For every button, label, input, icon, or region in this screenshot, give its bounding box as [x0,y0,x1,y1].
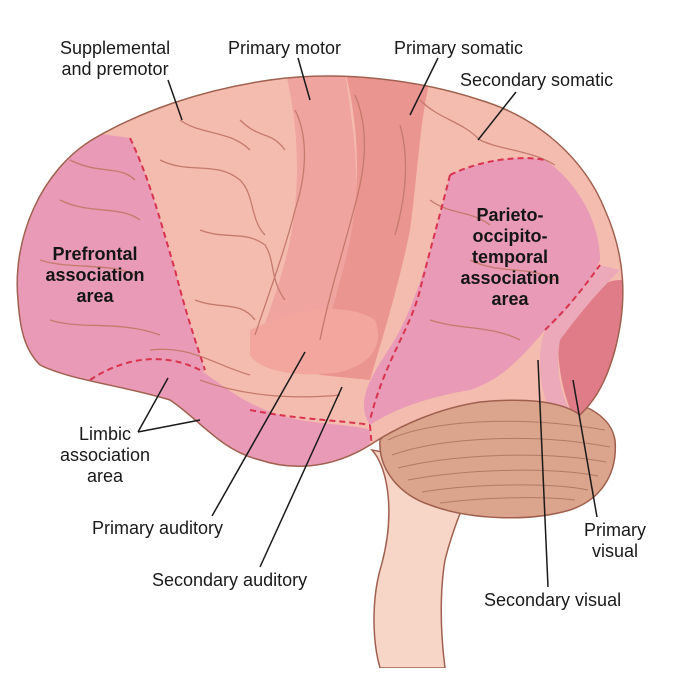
primary-motor-region [255,76,357,375]
sulci-lines [39,94,556,398]
label-limbic-association: Limbic association area [59,424,151,486]
label-primary-visual: Primary visual [584,520,646,561]
label-secondary-visual: Secondary visual [484,590,622,610]
primary-auditory-region [250,309,379,375]
primary-somatic-region [320,76,430,380]
label-secondary-auditory: Secondary auditory [152,570,308,590]
cerebellum [379,394,617,519]
label-primary-auditory: Primary auditory [92,518,224,538]
label-prefrontal-association: Prefrontal association area [45,244,145,306]
label-secondary-somatic: Secondary somatic [460,70,614,90]
label-parieto-occipito-temporal-association: Parieto- occipito- temporal association … [460,205,560,309]
prefrontal-region [17,120,205,400]
cerebrum-outline [16,75,624,467]
parieto-occipito-temporal-region [363,158,600,425]
secondary-visual-region [539,265,620,420]
label-supplemental-premotor: Supplemental and premotor [60,38,171,79]
label-primary-somatic: Primary somatic [394,38,524,58]
association-borders [89,137,601,451]
label-primary-motor: Primary motor [228,38,342,58]
leader-lines [137,57,598,588]
